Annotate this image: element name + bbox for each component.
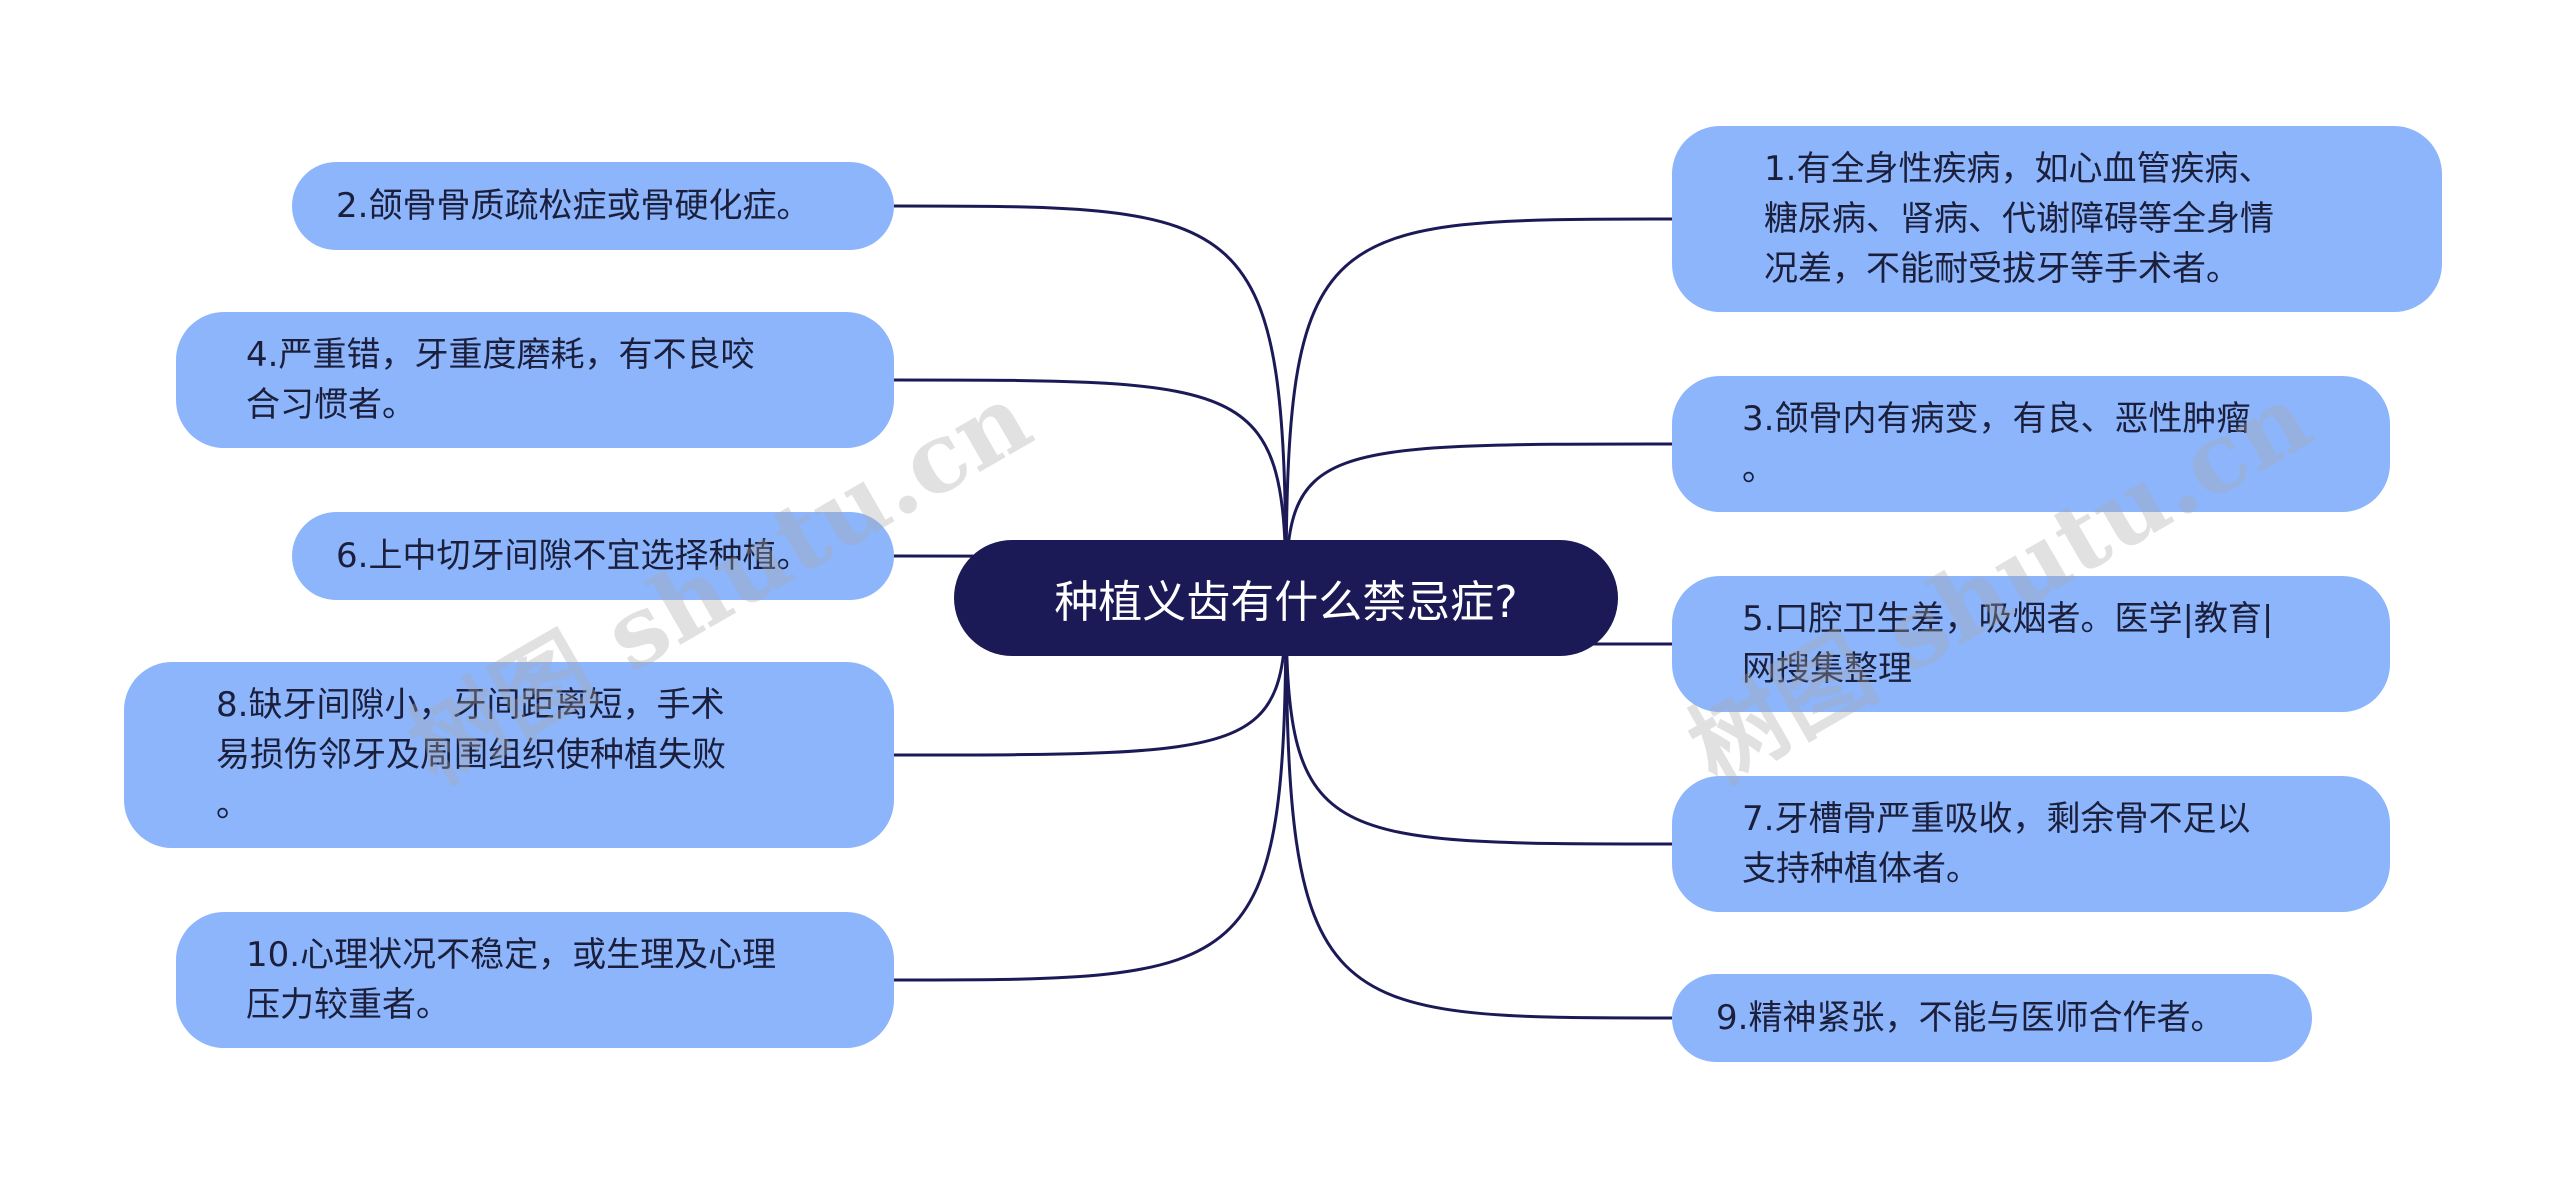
connector-line [1284, 217, 1673, 599]
topic-node-label: 4.严重错，牙重度磨耗，有不良咬 合习惯者。 [246, 335, 755, 425]
topic-node-label: 1.有全身性疾病，如心血管疾病、 糖尿病、肾病、代谢障碍等全身情 况差，不能耐受… [1764, 149, 2274, 289]
topic-node-label: 6.上中切牙间隙不宜选择种植。 [336, 536, 811, 576]
topic-node-label: 10.心理状况不稳定，或生理及心理 压力较重者。 [246, 935, 777, 1025]
topic-node-8[interactable]: 8.缺牙间隙小，牙间距离短，手术 易损伤邻牙及周围组织使种植失败 。 [124, 662, 894, 848]
topic-node-label: 8.缺牙间隙小，牙间距离短，手术 易损伤邻牙及周围组织使种植失败 。 [216, 685, 726, 825]
topic-node-10[interactable]: 10.心理状况不稳定，或生理及心理 压力较重者。 [176, 912, 894, 1048]
central-topic[interactable]: 种植义齿有什么禁忌症? [954, 540, 1618, 656]
topic-node-1[interactable]: 1.有全身性疾病，如心血管疾病、 糖尿病、肾病、代谢障碍等全身情 况差，不能耐受… [1672, 126, 2442, 312]
topic-node-4[interactable]: 4.严重错，牙重度磨耗，有不良咬 合习惯者。 [176, 312, 894, 448]
central-topic-label: 种植义齿有什么禁忌症? [1054, 577, 1518, 628]
connector-line [1284, 597, 1673, 1020]
topic-node-label: 9.精神紧张，不能与医师合作者。 [1716, 998, 2225, 1038]
topic-node-5[interactable]: 5.口腔卫生差，吸烟者。医学|教育| 网搜集整理 [1672, 576, 2390, 712]
topic-node-9[interactable]: 9.精神紧张，不能与医师合作者。 [1672, 974, 2312, 1062]
topic-node-label: 5.口腔卫生差，吸烟者。医学|教育| 网搜集整理 [1742, 599, 2274, 689]
topic-node-3[interactable]: 3.颌骨内有病变，有良、恶性肿瘤 。 [1672, 376, 2390, 512]
connector-line [893, 378, 1288, 599]
connector-line [893, 597, 1288, 982]
topic-node-6[interactable]: 6.上中切牙间隙不宜选择种植。 [292, 512, 894, 600]
topic-node-7[interactable]: 7.牙槽骨严重吸收，剩余骨不足以 支持种植体者。 [1672, 776, 2390, 912]
topic-node-label: 7.牙槽骨严重吸收，剩余骨不足以 支持种植体者。 [1742, 799, 2251, 889]
topic-node-2[interactable]: 2.颌骨骨质疏松症或骨硬化症。 [292, 162, 894, 250]
topic-node-label: 3.颌骨内有病变，有良、恶性肿瘤 。 [1742, 399, 2251, 489]
topic-node-label: 2.颌骨骨质疏松症或骨硬化症。 [336, 186, 811, 226]
connector-line [1284, 597, 1673, 846]
connector-line [893, 204, 1288, 599]
